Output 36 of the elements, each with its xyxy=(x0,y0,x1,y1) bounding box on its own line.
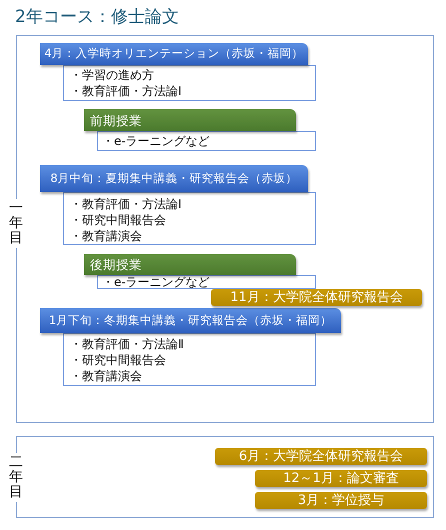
banner-label: 後期授業 xyxy=(90,257,142,272)
event-banner xyxy=(40,43,308,65)
detail-panel xyxy=(63,65,316,101)
banner-label: 1月下旬：冬期集中講義・研究報告会（赤坂・福岡） xyxy=(48,314,332,328)
term-banner xyxy=(84,254,296,275)
list-item: ・教育講演会 xyxy=(70,228,143,244)
year-label: 一年目 xyxy=(8,199,24,248)
list-item: ・e-ラーニングなど xyxy=(102,276,211,289)
banner-label: 前期授業 xyxy=(90,112,142,128)
banner-label: 3月：学位授与 xyxy=(298,492,384,508)
detail-panel xyxy=(97,275,316,289)
event-banner xyxy=(40,165,308,192)
year-label: 二年目 xyxy=(8,453,24,502)
banner-label: 11月：大学院全体研究報告会 xyxy=(230,290,403,306)
milestone-banner xyxy=(211,289,422,306)
list-item: ・教育評価・方法論Ⅰ xyxy=(70,83,183,99)
list-item: ・学習の進め方 xyxy=(70,67,155,83)
banner-label: 4月：入学時オリエンテーション（赤坂・福岡） xyxy=(44,47,304,61)
milestone-banner xyxy=(255,470,427,487)
list-item: ・研究中間報告会 xyxy=(70,212,167,228)
list-item: ・教育評価・方法論Ⅱ xyxy=(70,336,185,352)
list-item: ・教育評価・方法論Ⅰ xyxy=(70,196,183,212)
detail-panel xyxy=(63,333,316,386)
diagram-title: 2年コース：修士論文 xyxy=(15,6,179,28)
term-banner xyxy=(84,109,296,131)
banner-label: 8月中旬：夏期集中講義・研究報告会（赤坂） xyxy=(50,172,298,186)
milestone-banner xyxy=(255,492,427,509)
list-item: ・教育講演会 xyxy=(70,368,143,384)
detail-panel xyxy=(63,192,316,245)
banner-label: 6月：大学院全体研究報告会 xyxy=(238,448,404,464)
detail-panel xyxy=(97,131,316,151)
banner-label: 12～1月：論文審査 xyxy=(283,470,399,486)
list-item: ・研究中間報告会 xyxy=(70,352,167,368)
event-banner xyxy=(40,308,341,333)
list-item: ・e-ラーニングなど xyxy=(102,134,211,149)
milestone-banner xyxy=(215,448,427,465)
